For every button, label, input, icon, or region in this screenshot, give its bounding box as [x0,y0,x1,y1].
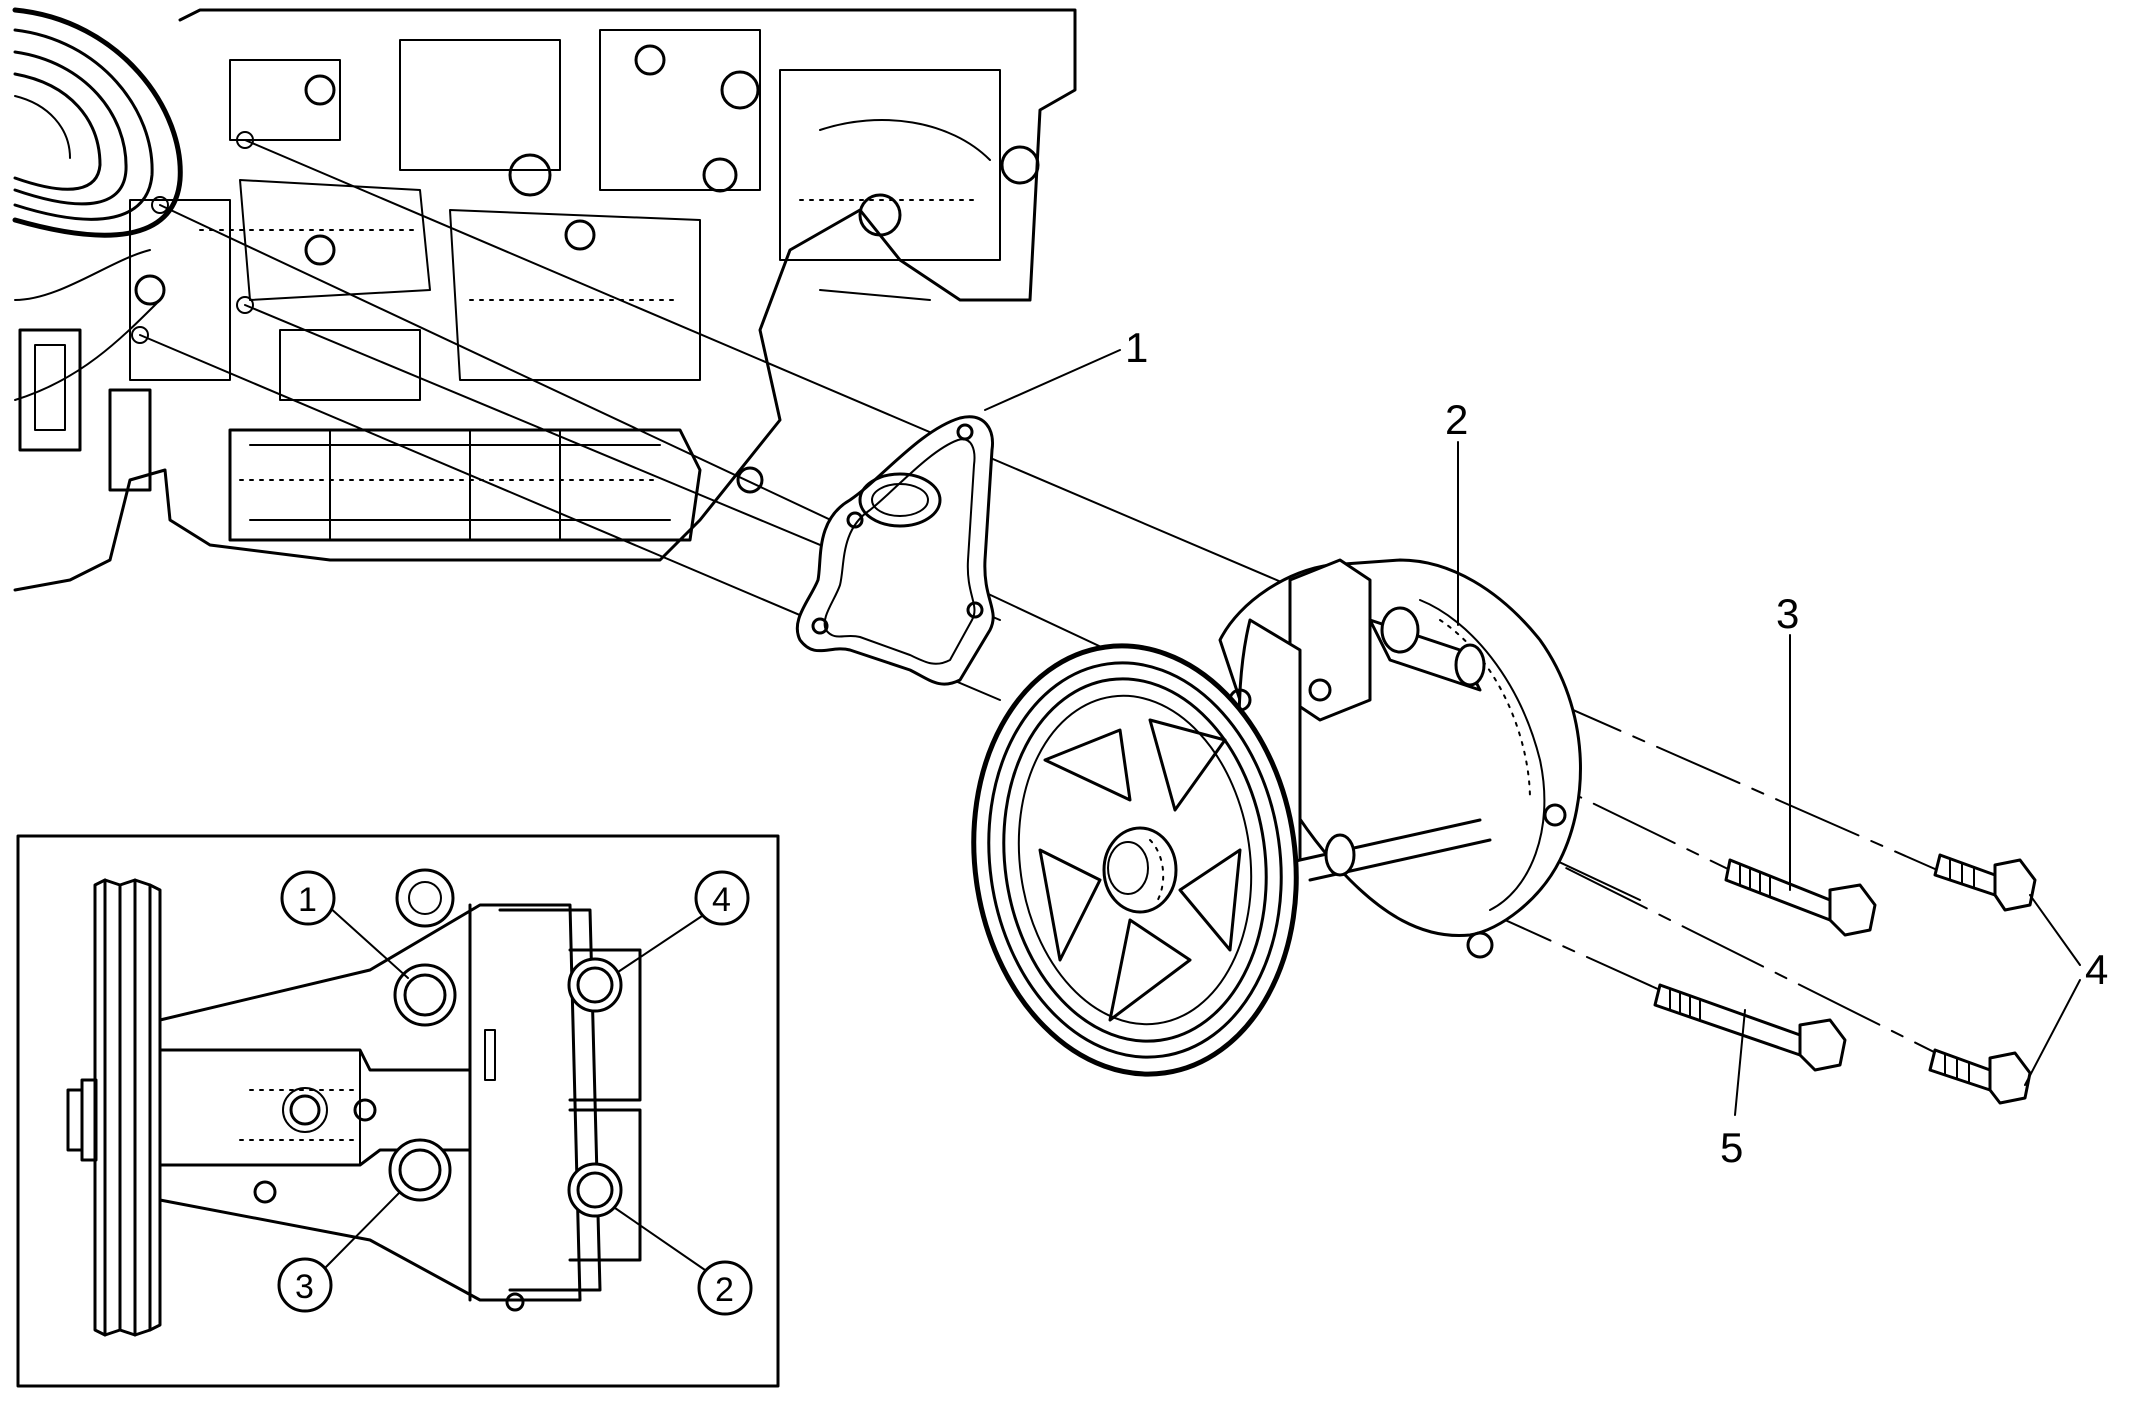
callout-3: 3 [1776,590,1799,891]
inset-callout-2: 2 [614,1207,753,1316]
callout-5: 5 [1720,1009,1746,1171]
inset-callout-1-label: 1 [298,881,317,919]
inset-pump-body [158,868,642,1312]
inset-callout-3: 3 [277,1191,401,1313]
callout-3-label: 3 [1776,590,1799,637]
inset-pulley [66,878,162,1337]
callout-4-label: 4 [2085,946,2108,993]
bolt-3 [1724,858,1877,937]
callout-2: 2 [1445,396,1468,626]
callout-5-label: 5 [1720,1124,1743,1171]
bolt-4-upper [1933,853,2037,912]
callout-1-label: 1 [1125,324,1148,371]
inset-callout-3-label: 3 [295,1268,314,1306]
gasket [795,415,995,686]
inset-callout-4: 4 [617,870,750,973]
pump-pulley [971,643,1299,1077]
bolt-5 [1653,983,1847,1072]
engine-block [12,7,1077,592]
callout-4: 4 [2024,894,2108,1086]
callout-2-label: 2 [1445,396,1468,443]
callout-1: 1 [984,324,1148,411]
inset-callout-2-label: 2 [715,1271,734,1309]
bolt-4-lower [1928,1048,2032,1105]
inset-callout-4-label: 4 [712,881,731,919]
inset-detail: 1 4 3 2 [16,834,780,1388]
crank-pulley [12,7,183,238]
inset-callout-1: 1 [280,870,409,979]
